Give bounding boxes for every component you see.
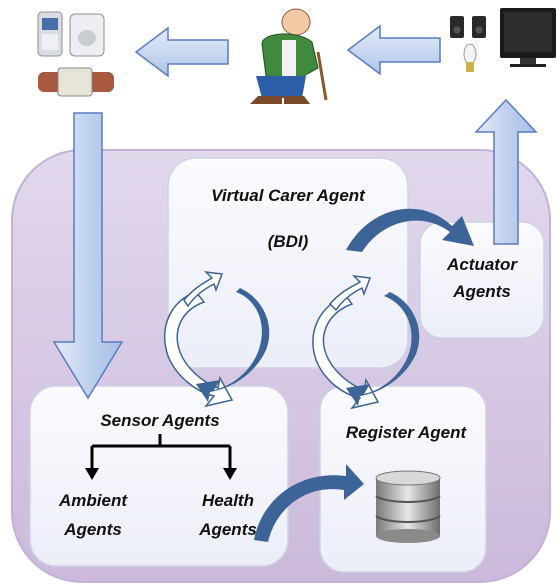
sensor-agents-label: Sensor Agents — [100, 411, 220, 430]
health-label-line1: Health — [202, 491, 254, 510]
curved-arrow-health-to-register — [254, 464, 364, 542]
arrow-tv-to-person — [346, 24, 441, 76]
arrowhead-health — [223, 468, 237, 480]
register-agent-label: Register Agent — [345, 423, 467, 442]
tv-icon — [500, 8, 556, 67]
light-bulb-icon — [463, 43, 477, 72]
speakers-icon — [450, 16, 486, 38]
sensor-devices-icon — [37, 11, 114, 97]
arrowhead-ambient — [85, 468, 99, 480]
cycle-arrow-left-a — [164, 291, 234, 408]
arrow-person-to-sensors — [134, 26, 229, 78]
sensor-tree-connector — [90, 434, 232, 470]
arrow-actuator-up — [474, 98, 538, 245]
ambient-label-line1: Ambient — [59, 491, 127, 510]
virtual-carer-label: Virtual Carer Agent — [211, 186, 365, 205]
cycle-arrow-right-b — [346, 292, 420, 406]
health-agents-label: Health Agents — [178, 490, 278, 541]
curved-arrow-carer-to-actuator — [346, 208, 474, 252]
cycle-arrow-left-c — [183, 270, 224, 308]
cycle-arrow-right-c — [328, 274, 372, 312]
actuator-label-line1: Actuator — [447, 255, 517, 274]
health-label-line2: Agents — [199, 520, 257, 540]
actuator-box — [419, 221, 545, 339]
cycle-arrow-left-b — [196, 288, 270, 402]
cycle-arrow-right-a — [312, 295, 380, 410]
arrow-sensors-down — [52, 112, 124, 400]
actuator-label-line2: Agents — [453, 282, 511, 302]
bdi-label: (BDI) — [267, 232, 309, 251]
elderly-person-icon — [250, 8, 328, 104]
ambient-label-line2: Agents — [64, 520, 122, 540]
sensor-box — [29, 385, 289, 567]
actuator-agents-label: Actuator Agents — [420, 254, 544, 303]
database-icon — [375, 470, 441, 543]
virtual-carer-box — [167, 157, 409, 369]
ambient-agents-label: Ambient Agents — [38, 490, 148, 541]
